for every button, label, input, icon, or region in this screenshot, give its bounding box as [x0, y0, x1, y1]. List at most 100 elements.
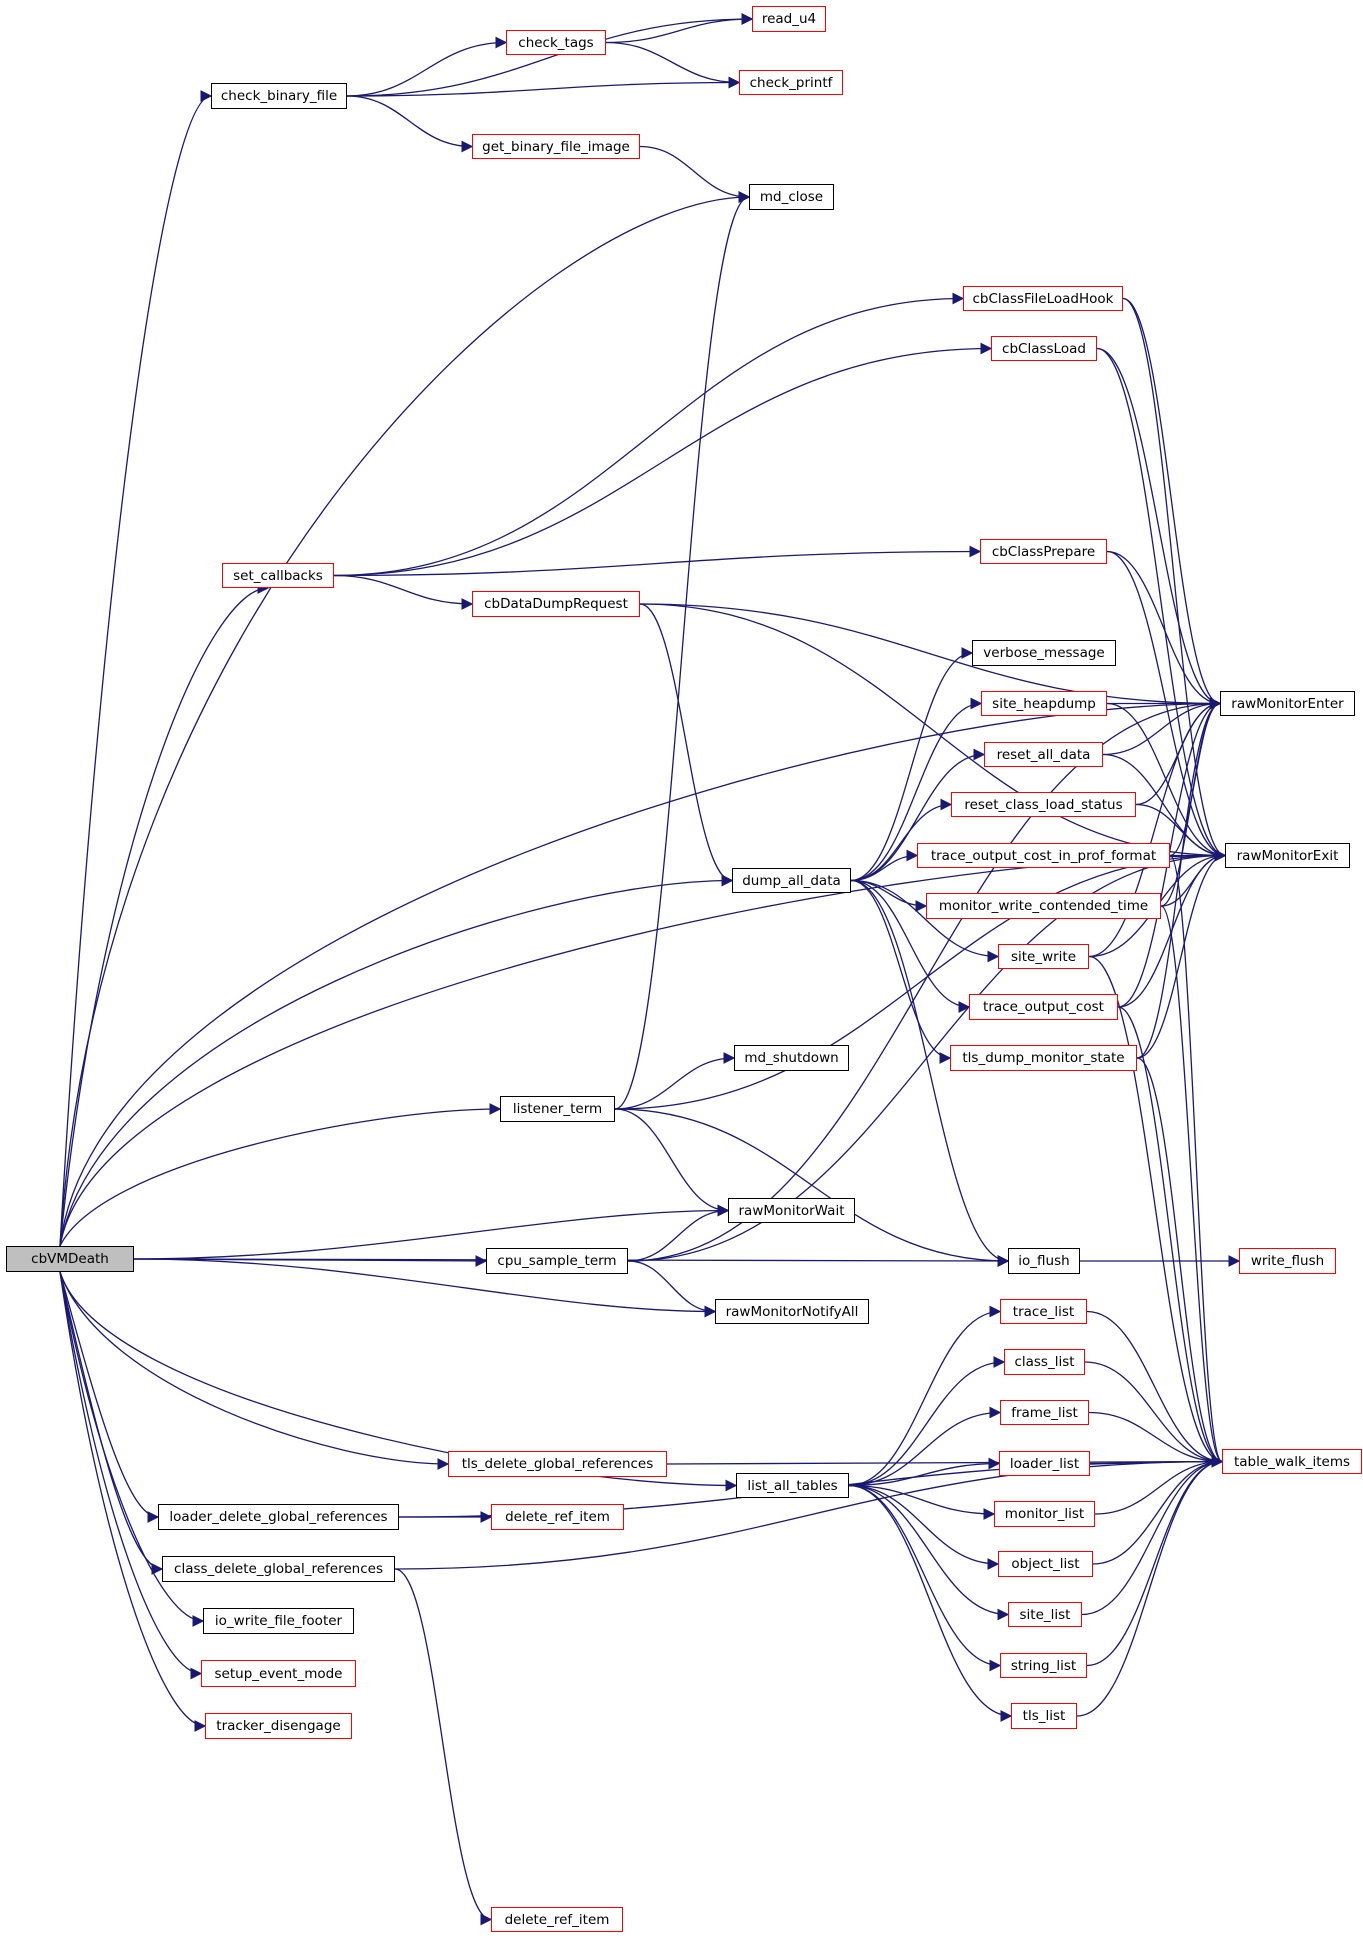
- edge-monitor_write_contended_time-to-rawMonitorExit: [1160, 849, 1227, 907]
- edge-check_binary_file-to-check_tags: [346, 36, 508, 97]
- edge-get_binary_file_image-to-md_close: [639, 145, 751, 203]
- edge-trace_output_cost-to-table_walk_items: [1117, 1006, 1224, 1468]
- edge-tls_list-to-table_walk_items: [1076, 1455, 1224, 1717]
- node-io-write-file-footer[interactable]: io_write_file_footer: [203, 1608, 354, 1634]
- edge-dump_all_data-to-reset_class_load_status: [850, 798, 953, 882]
- edge-list_all_tables-to-trace_list: [848, 1305, 1002, 1487]
- edge-tls_dump_monitor_state-to-table_walk_items: [1136, 1057, 1224, 1468]
- node-site-heapdump[interactable]: site_heapdump: [981, 691, 1107, 716]
- node-list-all-tables[interactable]: list_all_tables: [736, 1473, 849, 1498]
- edge-set_callbacks-to-cbClassPrepare: [333, 545, 982, 577]
- edge-cbVMDeath-to-io_write_file_footer: [59, 1271, 205, 1627]
- node-io-flush[interactable]: io_flush: [1008, 1248, 1080, 1274]
- edge-dump_all_data-to-site_write: [850, 879, 1000, 963]
- node-loader-delete-global-references[interactable]: loader_delete_global_references: [158, 1504, 399, 1530]
- edge-cbVMDeath-to-check_binary_file: [59, 90, 213, 1247]
- node-class-delete-global-references[interactable]: class_delete_global_references: [162, 1556, 395, 1582]
- edge-trace_list-to-table_walk_items: [1086, 1310, 1224, 1468]
- node-delete-ref-item[interactable]: delete_ref_item: [491, 1907, 623, 1932]
- node-tls-dump-monitor-state[interactable]: tls_dump_monitor_state: [950, 1045, 1137, 1071]
- edge-class_delete_global_references-to-delete_ref_item_b: [394, 1568, 493, 1926]
- edge-cbClassLoad-to-rawMonitorEnter: [1096, 347, 1222, 710]
- node-table-walk-items[interactable]: table_walk_items: [1222, 1449, 1362, 1474]
- edge-dump_all_data-to-trace_output_cost: [850, 879, 971, 1013]
- node-cbvmdeath[interactable]: cbVMDeath: [6, 1246, 134, 1272]
- edge-cbVMDeath-to-loader_delete_global_references: [59, 1271, 160, 1523]
- edge-check_binary_file-to-check_printf: [346, 76, 741, 97]
- node-cpu-sample-term[interactable]: cpu_sample_term: [486, 1248, 628, 1274]
- edge-cbVMDeath-to-rawMonitorWait: [133, 1204, 730, 1260]
- edge-dump_all_data-to-verbose_message: [850, 647, 974, 882]
- node-md-shutdown[interactable]: md_shutdown: [734, 1045, 849, 1071]
- node-monitor-write-contended-time[interactable]: monitor_write_contended_time: [926, 893, 1161, 919]
- edge-class_list-to-table_walk_items: [1084, 1361, 1224, 1468]
- node-set-callbacks[interactable]: set_callbacks: [222, 563, 334, 588]
- edge-list_all_tables-to-string_list: [848, 1484, 1002, 1672]
- edge-string_list-to-table_walk_items: [1086, 1455, 1224, 1667]
- node-tls-delete-global-references[interactable]: tls_delete_global_references: [448, 1451, 667, 1477]
- edge-cbVMDeath-to-rawMonitorNotifyAll: [133, 1258, 717, 1318]
- node-check-printf[interactable]: check_printf: [739, 70, 843, 95]
- node-cbclassprepare[interactable]: cbClassPrepare: [980, 539, 1107, 564]
- edge-monitor_write_contended_time-to-rawMonitorEnter: [1160, 697, 1222, 907]
- node-site-write[interactable]: site_write: [998, 944, 1089, 969]
- edge-check_tags-to-read_u4: [605, 13, 754, 44]
- node-listener-term[interactable]: listener_term: [500, 1096, 615, 1122]
- edge-site_write-to-rawMonitorEnter: [1088, 697, 1222, 958]
- edge-cbVMDeath-to-tls_delete_global_references: [59, 1271, 450, 1470]
- edge-list_all_tables-to-class_list: [848, 1356, 1006, 1487]
- node-verbose-message[interactable]: verbose_message: [972, 640, 1116, 666]
- edge-set_callbacks-to-cbClassLoad: [333, 342, 993, 577]
- edge-cpu_sample_term-to-rawMonitorWait: [627, 1204, 730, 1262]
- edge-cbClassFileLoadHook-to-rawMonitorExit: [1122, 297, 1227, 862]
- edge-cbVMDeath-to-list_all_tables: [59, 1271, 738, 1492]
- node-check-binary-file[interactable]: check_binary_file: [211, 83, 347, 109]
- node-check-tags[interactable]: check_tags: [506, 30, 606, 55]
- edge-cpu_sample_term-to-rawMonitorNotifyAll: [627, 1260, 717, 1318]
- edge-tls_delete_global_references-to-table_walk_items: [666, 1455, 1224, 1468]
- node-object-list[interactable]: object_list: [998, 1551, 1093, 1577]
- edge-listener_term-to-rawMonitorWait: [614, 1108, 730, 1217]
- node-trace-output-cost-in-prof-format[interactable]: trace_output_cost_in_prof_format: [917, 843, 1170, 868]
- edge-tls_dump_monitor_state-to-rawMonitorExit: [1136, 849, 1227, 1059]
- node-site-list[interactable]: site_list: [1008, 1602, 1082, 1627]
- node-read-u4[interactable]: read_u4: [752, 6, 826, 32]
- node-cbdatadumprequest[interactable]: cbDataDumpRequest: [472, 591, 640, 617]
- edge-dump_all_data-to-tls_dump_monitor_state: [850, 879, 952, 1064]
- node-rawmonitornotifyall[interactable]: rawMonitorNotifyAll: [715, 1299, 869, 1324]
- node-string-list[interactable]: string_list: [1000, 1653, 1087, 1678]
- edge-cbDataDumpRequest-to-dump_all_data: [639, 603, 734, 887]
- edge-cbVMDeath-to-tracker_disengage: [59, 1271, 207, 1732]
- node-setup-event-mode[interactable]: setup_event_mode: [201, 1660, 356, 1687]
- node-tls-list[interactable]: tls_list: [1011, 1703, 1077, 1729]
- node-cbclassload[interactable]: cbClassLoad: [991, 336, 1097, 361]
- edge-dump_all_data-to-site_heapdump: [850, 697, 983, 882]
- node-monitor-list[interactable]: monitor_list: [994, 1501, 1095, 1527]
- node-class-list[interactable]: class_list: [1004, 1349, 1085, 1375]
- node-write-flush[interactable]: write_flush: [1239, 1248, 1336, 1274]
- node-tracker-disengage[interactable]: tracker_disengage: [205, 1713, 352, 1739]
- edge-cpu_sample_term-to-rawMonitorExit: [627, 849, 1227, 1262]
- node-reset-all-data[interactable]: reset_all_data: [984, 742, 1103, 767]
- node-rawmonitorwait[interactable]: rawMonitorWait: [728, 1198, 855, 1223]
- edge-cbDataDumpRequest-to-rawMonitorEnter: [639, 603, 1222, 710]
- edge-cbVMDeath-to-dump_all_data: [59, 874, 734, 1247]
- edge-listener_term-to-md_close: [614, 191, 751, 1110]
- node-rawmonitorenter[interactable]: rawMonitorEnter: [1220, 691, 1355, 716]
- node-cbclassfileloadhook[interactable]: cbClassFileLoadHook: [963, 286, 1123, 311]
- node-get-binary-file-image[interactable]: get_binary_file_image: [472, 134, 640, 159]
- node-frame-list[interactable]: frame_list: [1000, 1400, 1089, 1425]
- edge-cbDataDumpRequest-to-rawMonitorExit: [639, 603, 1227, 862]
- node-dump-all-data[interactable]: dump_all_data: [732, 868, 851, 893]
- edge-check_binary_file-to-read_u4: [346, 13, 754, 97]
- node-loader-list[interactable]: loader_list: [999, 1451, 1090, 1476]
- node-trace-list[interactable]: trace_list: [1000, 1299, 1087, 1324]
- node-reset-class-load-status[interactable]: reset_class_load_status: [951, 792, 1136, 817]
- node-md-close[interactable]: md_close: [749, 184, 834, 210]
- edge-tls_dump_monitor_state-to-rawMonitorEnter: [1136, 697, 1222, 1059]
- edge-trace_output_cost_in_prof_format-to-table_walk_items: [1169, 854, 1224, 1468]
- node-delete-ref-item[interactable]: delete_ref_item: [491, 1504, 624, 1530]
- node-trace-output-cost[interactable]: trace_output_cost: [969, 994, 1118, 1020]
- edge-list_all_tables-to-site_list: [848, 1484, 1010, 1621]
- node-rawmonitorexit[interactable]: rawMonitorExit: [1225, 843, 1350, 868]
